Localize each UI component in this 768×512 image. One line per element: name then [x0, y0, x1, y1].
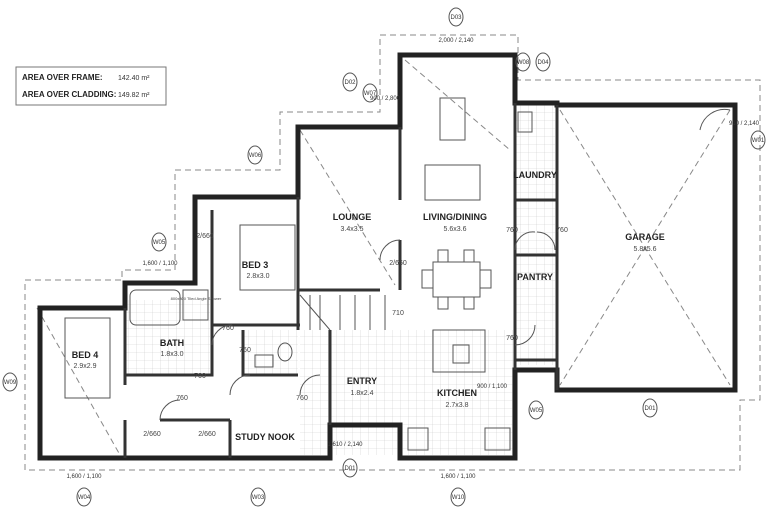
svg-text:1,600 / 1,100: 1,600 / 1,100 — [66, 474, 102, 480]
tag-w09: W09 — [2, 372, 18, 392]
room-living-dining: LIVING/DINING — [423, 212, 487, 222]
svg-text:W05: W05 — [153, 240, 166, 246]
svg-text:2/660: 2/660 — [143, 431, 161, 438]
room-study-nook: STUDY NOOK — [235, 432, 295, 442]
room-garage: GARAGE — [625, 232, 665, 242]
room-kitchen-size: 2.7x3.8 — [446, 402, 469, 409]
room-labels: LOUNGE 3.4x3.5 LIVING/DINING 5.6x3.6 BED… — [72, 170, 665, 442]
svg-text:760: 760 — [194, 373, 206, 380]
tag-d04: D04 — [535, 52, 551, 72]
interior-walls — [123, 103, 559, 458]
room-bath: BATH — [160, 338, 184, 348]
svg-text:W03: W03 — [252, 495, 265, 501]
tag-w06: W06 — [247, 145, 263, 165]
svg-text:W06: W06 — [249, 153, 262, 159]
svg-text:D03: D03 — [450, 15, 462, 21]
svg-text:W04: W04 — [78, 495, 91, 501]
tag-d01-garage: D01 — [642, 398, 658, 418]
svg-text:910 / 2,140: 910 / 2,140 — [729, 121, 760, 127]
area-frame-label: AREA OVER FRAME: — [22, 73, 103, 82]
area-cladding-label: AREA OVER CLADDING: — [22, 90, 116, 99]
svg-text:900 / 1,100: 900 / 1,100 — [477, 384, 508, 390]
tag-w03: W03 — [250, 487, 266, 507]
svg-text:760: 760 — [296, 395, 308, 402]
svg-text:2,000 / 2,140: 2,000 / 2,140 — [438, 38, 474, 44]
room-kitchen: KITCHEN — [437, 388, 477, 398]
window-dimension-labels: 2,000 / 2,140 900 / 2,800 910 / 2,140 1,… — [66, 38, 759, 480]
room-lounge: LOUNGE — [333, 212, 372, 222]
tag-w04: W04 — [76, 487, 92, 507]
room-bed3-size: 2.8x3.0 — [247, 273, 270, 280]
room-bed3: BED 3 — [242, 260, 269, 270]
svg-text:2/660: 2/660 — [389, 260, 407, 267]
room-garage-size: 5.8x5.6 — [634, 246, 657, 253]
room-pantry: PANTRY — [517, 272, 553, 282]
svg-text:760: 760 — [506, 227, 518, 234]
shower-note: 800x800 Tiled Angle Shower — [171, 296, 222, 301]
tag-d02: D02 — [342, 72, 358, 92]
room-entry: ENTRY — [347, 376, 377, 386]
svg-text:D02: D02 — [344, 80, 356, 86]
svg-text:1,610 / 2,140: 1,610 / 2,140 — [327, 442, 363, 448]
svg-text:W09: W09 — [4, 380, 17, 386]
tag-w05: W05 — [151, 232, 167, 252]
svg-text:760: 760 — [239, 347, 251, 354]
svg-text:760: 760 — [222, 325, 234, 332]
room-entry-size: 1.8x2.4 — [351, 390, 374, 397]
tag-w10: W10 — [450, 487, 466, 507]
area-summary-box: AREA OVER FRAME: 142.40 m² AREA OVER CLA… — [15, 66, 167, 106]
svg-text:W07: W07 — [364, 91, 377, 97]
svg-text:D04: D04 — [537, 60, 549, 66]
svg-text:710: 710 — [392, 310, 404, 317]
tag-w01: W01 — [750, 130, 766, 150]
room-lounge-size: 3.4x3.5 — [341, 226, 364, 233]
tag-d03: D03 — [448, 7, 464, 27]
room-laundry: LAUNDRY — [513, 170, 557, 180]
furniture: 800x800 Tiled Angle Shower — [64, 97, 533, 451]
door-swings — [159, 108, 731, 421]
svg-text:760: 760 — [506, 335, 518, 342]
svg-text:1,600 / 1,100: 1,600 / 1,100 — [440, 474, 476, 480]
tag-w05-kitchen: W05 — [528, 400, 544, 420]
svg-text:1,600 / 1,100: 1,600 / 1,100 — [142, 261, 178, 267]
svg-text:2/660: 2/660 — [196, 233, 214, 240]
roof-outline — [24, 34, 761, 471]
area-cladding-value: 149.82 m² — [118, 92, 150, 99]
door-size-labels: 760 760 760 760 760 760 760 760 2/660 2/… — [143, 227, 568, 438]
area-frame-value: 142.40 m² — [118, 75, 150, 82]
svg-text:W08: W08 — [517, 60, 530, 66]
svg-text:2/660: 2/660 — [198, 431, 216, 438]
svg-text:D01: D01 — [644, 406, 656, 412]
room-living-size: 5.6x3.6 — [444, 226, 467, 233]
room-bed4: BED 4 — [72, 350, 99, 360]
room-bed4-size: 2.9x2.9 — [74, 363, 97, 370]
svg-text:W05: W05 — [530, 408, 543, 414]
tag-w07: W07 — [362, 83, 378, 103]
svg-text:W01: W01 — [752, 138, 765, 144]
shower — [182, 289, 209, 321]
tag-w08: W08 — [515, 52, 531, 72]
window-door-tags: D03 W08 D04 W07 D02 W06 W05 W09 W04 W03 … — [2, 7, 766, 507]
tag-d01: D01 — [342, 458, 358, 478]
svg-text:760: 760 — [556, 227, 568, 234]
svg-text:W10: W10 — [452, 495, 465, 501]
room-bath-size: 1.8x3.0 — [161, 351, 184, 358]
svg-text:760: 760 — [176, 395, 188, 402]
svg-text:D01: D01 — [344, 466, 356, 472]
svg-text:900 / 2,800: 900 / 2,800 — [370, 96, 401, 102]
